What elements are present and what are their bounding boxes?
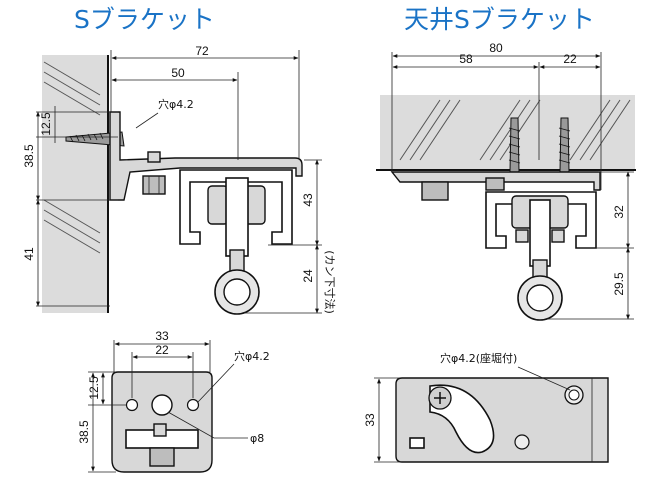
wall-section	[42, 55, 108, 313]
front-hole-center	[151, 394, 173, 416]
title-ceiling-s-bracket: 天井Sブラケット	[404, 5, 595, 34]
runner	[207, 177, 266, 273]
dim-72: 72	[195, 44, 209, 58]
dim-12-5: 12.5	[39, 112, 53, 136]
dim-43: 43	[301, 193, 315, 207]
ceiling-runner	[511, 195, 569, 279]
ceiling-hook-ring	[517, 275, 563, 321]
dim-24: 24	[301, 269, 315, 283]
dim-12-5-front: 12.5	[87, 376, 101, 400]
dim-33-front: 33	[155, 329, 169, 343]
right-side-view: 80 58 22 32 29.5	[376, 41, 636, 321]
title-s-bracket: Sブラケット	[74, 5, 215, 34]
label-hole-counterbored: 穴φ4.2(座堀付)	[440, 351, 517, 365]
right-top-view: 穴φ4.2(座堀付) 33	[363, 351, 609, 463]
top-hole-small	[514, 434, 530, 450]
dim-29-5: 29.5	[612, 272, 626, 296]
front-hole-left	[125, 398, 139, 412]
ceiling-hatching	[399, 99, 631, 161]
label-phi-8: φ8	[250, 432, 264, 445]
note-kan-shita: (カン下寸法)	[323, 250, 337, 314]
dim-80: 80	[489, 41, 503, 55]
dim-50: 50	[171, 66, 185, 80]
dim-22-front: 22	[155, 343, 169, 357]
left-side-view: 72 50 穴φ4.2 12.5 38.5 41 43 24 (カン下寸法)	[22, 44, 337, 315]
s-bracket-plate	[109, 111, 303, 201]
left-front-view: 33 22 12.5 38.5 穴φ4.2 φ8	[77, 329, 270, 473]
dim-22-right: 22	[563, 52, 577, 66]
dim-58: 58	[459, 52, 473, 66]
label-hole-4-2-front: 穴φ4.2	[234, 349, 270, 363]
label-hole-4-2: 穴φ4.2	[158, 97, 194, 111]
dim-38-5-left: 38.5	[22, 144, 36, 168]
dim-38-5-front: 38.5	[77, 420, 91, 444]
hook-ring	[214, 269, 260, 315]
wall-hatching	[43, 61, 101, 254]
bracket-bolt	[147, 151, 161, 163]
dim-41: 41	[22, 247, 36, 261]
dim-32: 32	[612, 205, 626, 219]
ceiling-section	[380, 95, 635, 170]
ceiling-screws	[508, 117, 571, 173]
front-hole-right	[186, 398, 200, 412]
curtain-rail	[179, 169, 293, 245]
dim-33-top: 33	[363, 413, 377, 427]
